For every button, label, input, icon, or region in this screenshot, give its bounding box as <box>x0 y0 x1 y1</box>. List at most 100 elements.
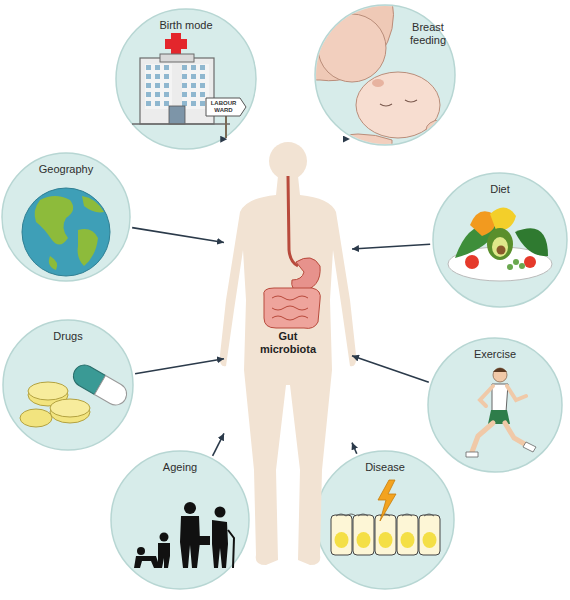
ageing-icon-part <box>134 556 160 568</box>
runner-icon-part <box>466 452 478 457</box>
globe-icon-part <box>35 196 74 245</box>
runner-icon <box>466 368 536 457</box>
diet-icon-part <box>524 256 536 268</box>
ageing-icon-part <box>160 533 169 542</box>
epithelium-icon-part <box>353 515 374 555</box>
circle-ground <box>433 173 567 307</box>
breastfeeding-icon-part <box>426 120 454 140</box>
human-figure-part <box>220 176 356 565</box>
ageing-icon-part <box>199 536 210 545</box>
epithelium-icon-part <box>331 515 352 555</box>
influence-arrow <box>132 228 224 243</box>
diet-icon <box>448 207 552 281</box>
epithelium-icon-part <box>379 532 393 548</box>
drugs-icon-part <box>20 409 52 427</box>
ageing-icon-part <box>228 530 234 568</box>
influence-arrow <box>213 433 224 455</box>
center-label: Gut microbiota <box>253 330 323 356</box>
hospital-icon-part <box>132 123 230 125</box>
diet-icon-part <box>492 237 508 257</box>
globe-icon-part <box>82 196 104 212</box>
diet-icon-part <box>507 264 513 270</box>
ageing-icon-part <box>212 520 228 568</box>
runner-icon-part <box>493 368 507 382</box>
diet-icon-part <box>490 207 516 230</box>
drugs-icon-part <box>28 382 68 400</box>
hospital-icon-part <box>165 39 187 49</box>
influence-arrow <box>352 356 429 382</box>
breastfeeding-icon <box>300 0 454 160</box>
epithelium-icon-part <box>423 532 437 548</box>
hospital-icon-part <box>145 64 172 109</box>
factor-circle: Exercise <box>428 338 562 472</box>
factor-label: Birth mode <box>141 19 231 32</box>
runner-icon-part <box>505 423 528 446</box>
ageing-icon-part <box>180 516 200 568</box>
breastfeeding-icon-part <box>372 79 384 87</box>
factor-label: Ageing <box>135 461 225 474</box>
ageing-icon-part <box>158 543 170 568</box>
human-figure-part <box>272 296 308 320</box>
breastfeeding-icon-part <box>320 134 392 160</box>
influence-arrow <box>352 443 357 454</box>
diet-icon-part <box>465 255 479 269</box>
factor-circle: Diet <box>433 173 567 307</box>
factor-label: Geography <box>21 163 111 176</box>
runner-icon-part <box>523 442 536 452</box>
factor-circle: Drugs <box>3 320 133 450</box>
breastfeeding-icon-part <box>405 100 417 102</box>
factor-label: Drugs <box>28 330 108 343</box>
drugs-icon-part <box>69 361 130 409</box>
body-figure-node: Gut microbiota <box>226 140 350 568</box>
circle-ground <box>428 338 562 472</box>
hospital-icon-part <box>169 106 185 124</box>
diet-icon-part <box>513 259 519 265</box>
breastfeeding-icon-part <box>318 14 386 82</box>
influence-arrow <box>352 244 430 249</box>
ageing-icon <box>134 502 234 568</box>
drugs-icon-part-part <box>95 375 131 409</box>
hospital-icon-part <box>225 116 227 138</box>
circle-grounds <box>2 5 567 589</box>
human-figure-part <box>292 258 321 292</box>
diet-icon-part <box>497 246 506 255</box>
runner-icon-part <box>493 368 507 372</box>
hospital-icon-part <box>140 58 214 124</box>
factor-circle: Birth mode <box>116 9 256 149</box>
hospital-icon-part <box>182 64 209 109</box>
diet-icon-part <box>487 228 513 260</box>
epithelium-icon-part <box>357 532 371 548</box>
factor-circle: Geography <box>2 153 130 281</box>
epithelium-icon-part <box>335 532 349 548</box>
ageing-icon-part <box>184 502 196 514</box>
ageing-icon-part <box>137 547 145 555</box>
human-figure-part <box>288 176 298 266</box>
breastfeeding-icon-part <box>380 104 392 106</box>
hospital-icon-part <box>160 54 194 62</box>
human-figure-part <box>264 288 321 328</box>
sign-text: LABOUR WARD <box>207 100 240 114</box>
circle-ground <box>3 320 133 450</box>
hospital-icon <box>132 33 246 138</box>
hospital-icon-part <box>206 98 246 116</box>
epithelium-icon-part <box>375 515 396 555</box>
runner-icon-part <box>507 386 526 400</box>
factor-circle: Ageing <box>111 451 249 589</box>
epithelium-icon-part <box>336 514 434 516</box>
factor-label: Breast feeding <box>401 21 455 47</box>
drugs-icon <box>20 361 131 427</box>
globe-icon-part <box>22 188 110 276</box>
factor-label: Disease <box>340 461 430 474</box>
diet-icon-part <box>519 263 525 269</box>
epithelium-icon-part <box>419 515 440 555</box>
human-figure <box>220 142 356 565</box>
epithelium-icon-part <box>401 532 415 548</box>
globe-icon <box>22 188 110 276</box>
globe-icon-part <box>78 229 98 266</box>
human-figure-part <box>269 142 307 180</box>
epithelium-icon-part <box>378 480 396 521</box>
circle-ground <box>2 153 130 281</box>
